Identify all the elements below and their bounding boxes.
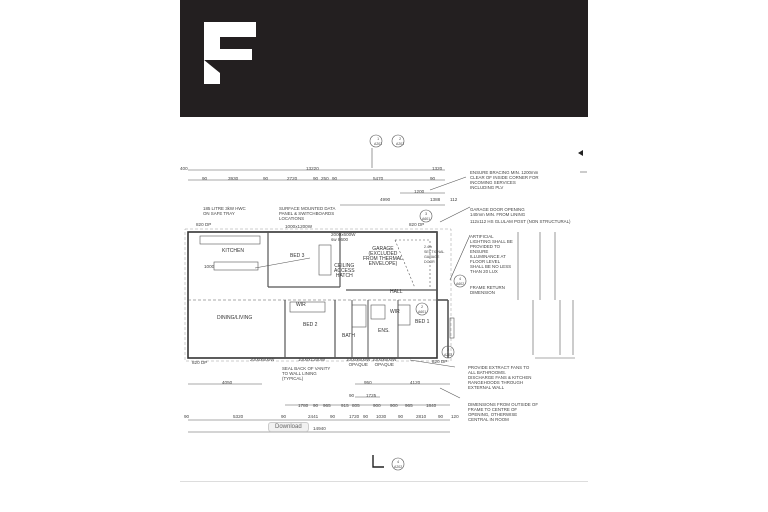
dimension-label: 90 [332, 176, 338, 181]
dimension-label: 900 [390, 403, 398, 408]
dimension-label: 805 [352, 403, 360, 408]
dimension-label: 1320 [432, 166, 443, 171]
dimension-label: 2810 [416, 414, 427, 419]
dimension-label: 1780 [298, 403, 309, 408]
dimension-label: 1388 [430, 197, 441, 202]
window-label: 2000x600W sw 8600 [331, 232, 356, 242]
room-label-kitchen: KITCHEN [222, 248, 244, 254]
room-label-bath: BATH [342, 333, 355, 339]
dimension-label: 90 [330, 414, 336, 419]
note-bracing: ENSURE BRACING MIN. 1200mm CLEAR OF INSI… [470, 170, 539, 190]
dimension-label: 2441 [308, 414, 319, 419]
note-artificial-lighting: ARTIFICIAL LIGHTING SHALL BE PROVIDED TO… [470, 234, 513, 274]
window-label: 1000x1200W [285, 224, 313, 229]
dimension-label: 1840 [426, 403, 437, 408]
brand-logo [204, 22, 256, 84]
dimension-label: 90 [184, 414, 190, 419]
dimension-label: 90 [281, 414, 287, 419]
dimension-label: 1725 [366, 393, 377, 398]
dimension-label: 14940 [313, 426, 326, 431]
dimension-label: 950 [364, 380, 372, 385]
dimension-label: 900 [373, 403, 381, 408]
dimension-label: 90 [363, 414, 369, 419]
room-label-bed-2: BED 2 [303, 322, 318, 328]
dimension-label: 90 [398, 414, 404, 419]
dimension-label: 90 [349, 393, 355, 398]
dimension-label: 3930 [228, 176, 239, 181]
dimension-label: 4050 [222, 380, 233, 385]
dimension-label: 965 [405, 403, 413, 408]
room-label-dining-living: DINING/LIVING [217, 315, 253, 321]
dimension-label: 1200 [414, 189, 425, 194]
garage-door-label: 2.4m SECTIONAL GARAGE DOOR [424, 245, 445, 264]
dimension-label: 1030 [376, 414, 387, 419]
window-label: 1000x1200W [298, 357, 326, 362]
dimension-label: 4120 [410, 380, 421, 385]
dimension-label: 4990 [380, 197, 391, 202]
window-label: 820 DP [192, 360, 208, 365]
dimension-label: 90 [202, 176, 208, 181]
room-label-bed-3: BED 3 [290, 253, 305, 259]
note-garage-door: GARAGE DOOR OPENING 140mm MIN. FROM LINI… [470, 207, 526, 217]
note-extract-fans: PROVIDE EXTRACT FANS TO ALL BATHROOMS. D… [468, 365, 532, 390]
room-label-bed-1: BED 1 [415, 319, 430, 325]
window-label: 1000x600W OPAQUE [346, 357, 371, 367]
window-label: 2000x600W [250, 357, 275, 362]
dimension-label: 90 [313, 176, 319, 181]
dimension-label: 5470 [373, 176, 384, 181]
window-label: 1000x600W OPAQUE [372, 357, 397, 367]
room-label-ceiling-hatch: CEILING ACCESS HATCH [334, 263, 355, 279]
note-frame-return: FRAME RETURN DIMENSION [470, 285, 505, 295]
window-label: 820 DP [432, 359, 448, 364]
window-label: 820 DP [196, 222, 212, 227]
room-label-ens: ENS. [378, 328, 390, 334]
download-button[interactable]: Download [268, 422, 309, 432]
dimension-label: 1000 [204, 264, 215, 269]
window-label: 820 DP [409, 222, 425, 227]
dimension-label: 2720 [287, 176, 298, 181]
dimension-label: 120 [451, 414, 459, 419]
dimension-label: 90 [438, 414, 444, 419]
dimension-label: 90 [313, 403, 319, 408]
room-label-wir: WIR [296, 302, 306, 308]
room-label-wir: WIR [390, 309, 400, 315]
dimension-label: 5320 [233, 414, 244, 419]
note-seal-vanity: SEAL BACK OF VANITY TO WALL LINING (TYPI… [282, 366, 331, 381]
dimension-label: 90 [263, 176, 269, 181]
dimension-label: 112 [450, 197, 458, 202]
dimension-label: 965 [323, 403, 331, 408]
note-hwc: 185 LITRE 3kW HWC ON SAFE TRAY [203, 206, 246, 216]
note-dimensions: DIMENSIONS FROM OUTSIDE OF FRAME TO CENT… [468, 402, 539, 422]
dimension-label: 13220 [306, 166, 319, 171]
dimension-label: 90 [430, 176, 436, 181]
dimension-label: 915 [341, 403, 349, 408]
note-data-panel: SURFACE MOUNTED DATA PANEL & SWITCHBOARD… [279, 206, 336, 221]
room-label-hall: HALL [390, 289, 403, 295]
dimension-label: 250 [321, 176, 329, 181]
divider [180, 481, 588, 482]
dimension-label: 400 [180, 166, 188, 171]
brand-banner [180, 0, 588, 117]
room-label-garage: GARAGE (EXCLUDED FROM THERMAL ENVELOPE) [363, 246, 403, 267]
dimension-label: 1720 [349, 414, 360, 419]
note-glulam-post: 112x112 HS GLULAM POST (NON STRUCTURAL) [470, 219, 571, 224]
